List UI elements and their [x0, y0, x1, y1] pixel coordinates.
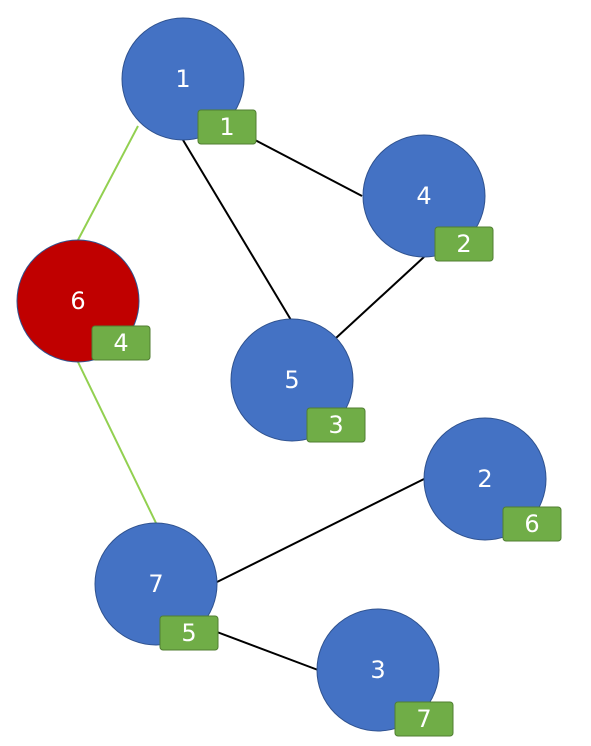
node-label: 5: [284, 366, 299, 394]
node-circle: [316, 608, 440, 732]
badge-label: 6: [524, 510, 539, 538]
edge-n7-n3: [216, 631, 319, 671]
node-2: 26: [423, 417, 562, 542]
node-badge: [394, 701, 454, 737]
node-label: 4: [416, 182, 431, 210]
node-badge: [502, 506, 562, 542]
node-label: 7: [148, 570, 163, 598]
badge-label: 4: [113, 329, 128, 357]
badge-label: 2: [456, 230, 471, 258]
edge-n7-n2: [216, 478, 425, 583]
node-1: 11: [121, 17, 257, 145]
edge-n4-n5: [335, 256, 425, 339]
node-7: 75: [94, 522, 219, 651]
badge-label: 1: [219, 113, 234, 141]
edges-layer: [77, 125, 425, 671]
edge-n1-n5: [182, 139, 292, 321]
node-badge: [197, 109, 257, 145]
node-badge: [159, 615, 219, 651]
badge-label: 5: [181, 619, 196, 647]
badge-label: 7: [416, 705, 431, 733]
node-6: 64: [16, 239, 151, 363]
edge-n6-n7: [77, 361, 157, 524]
node-badge: [91, 325, 151, 361]
node-label: 6: [70, 287, 85, 315]
node-3: 37: [316, 608, 454, 737]
node-label: 3: [370, 656, 385, 684]
node-5: 53: [230, 318, 366, 443]
node-badge: [434, 226, 494, 262]
node-circle: [94, 522, 218, 646]
edge-n1-n4: [254, 139, 363, 197]
node-4: 42: [362, 134, 494, 262]
node-label: 1: [175, 65, 190, 93]
edge-n1-n6: [77, 125, 139, 241]
badge-label: 3: [328, 411, 343, 439]
node-badge: [306, 407, 366, 443]
node-label: 2: [477, 465, 492, 493]
